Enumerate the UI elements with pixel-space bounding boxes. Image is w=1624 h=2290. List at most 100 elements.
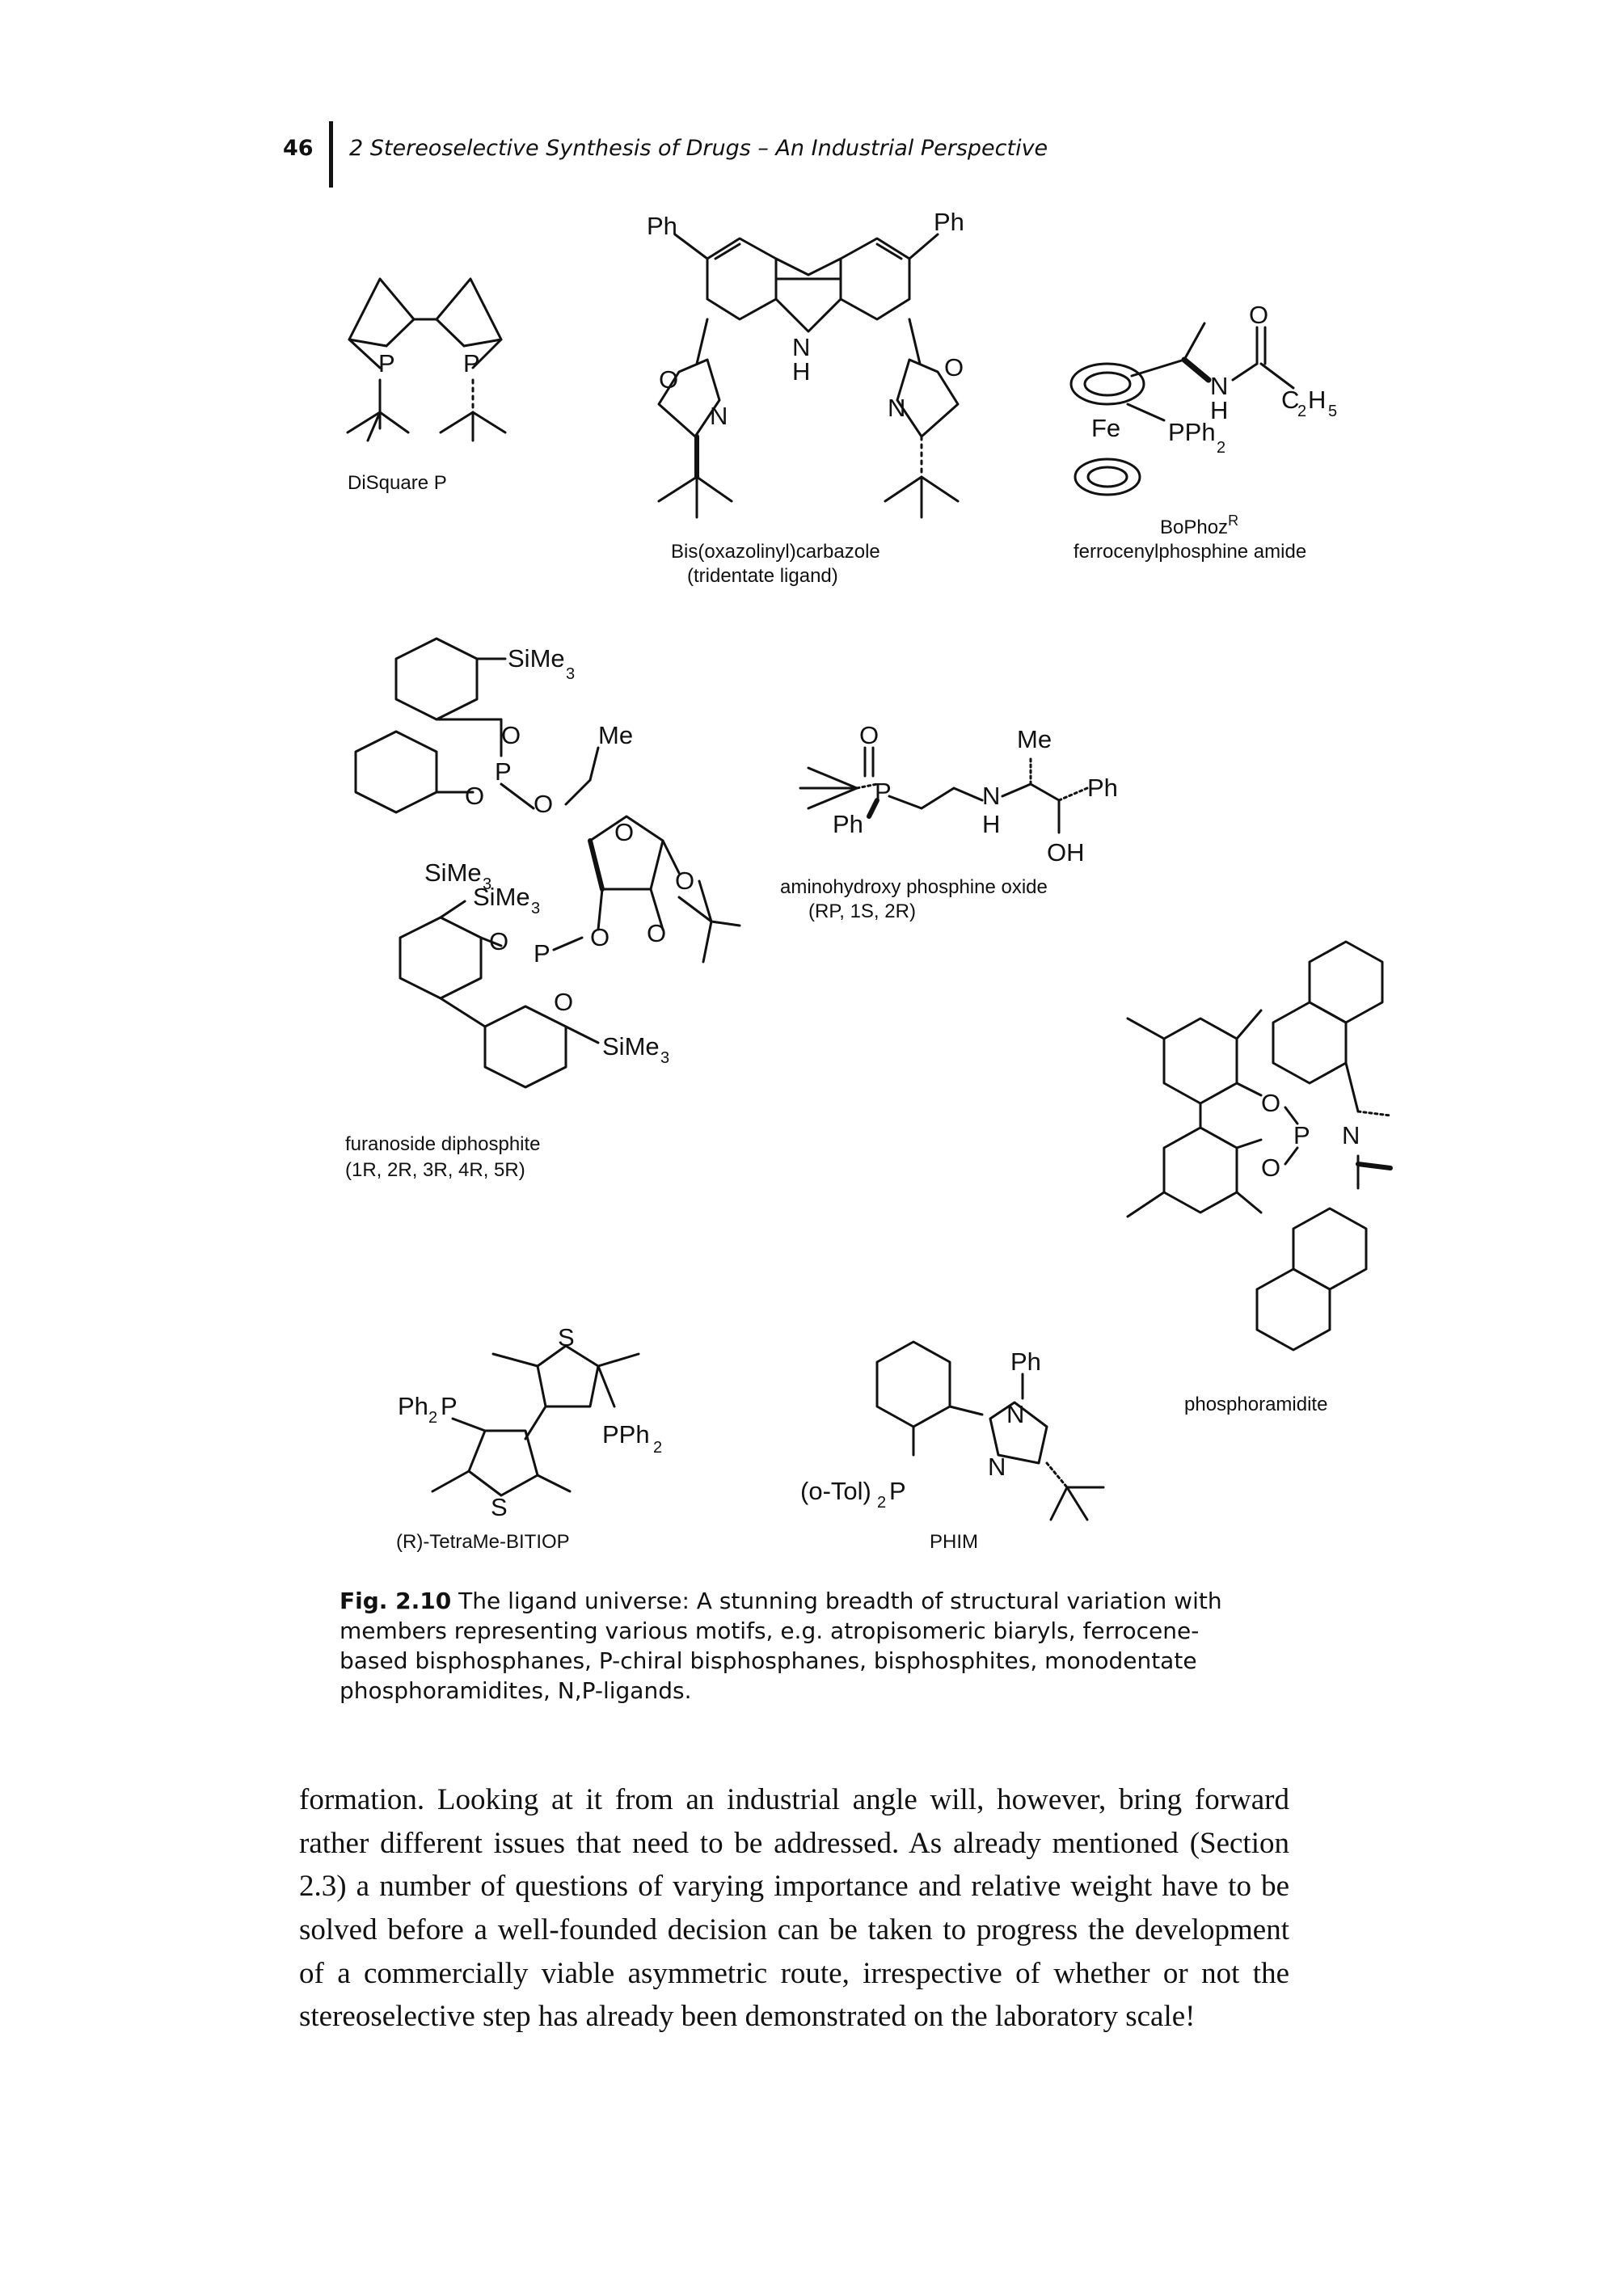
svg-text:O: O <box>675 867 694 895</box>
bisox-atoms: Ph Ph N H O N O N <box>647 208 964 430</box>
svg-text:N: N <box>1342 1121 1360 1149</box>
svg-text:O: O <box>944 353 964 382</box>
svg-text:PPh: PPh <box>602 1420 650 1449</box>
svg-text:2: 2 <box>1297 403 1306 420</box>
disquare-structure <box>346 277 507 442</box>
svg-text:2: 2 <box>653 1439 662 1457</box>
aminohydroxy-structure <box>799 746 1089 834</box>
bophoz-label-line1: BoPhozR <box>1160 512 1238 538</box>
bisox-structure <box>657 233 960 519</box>
svg-text:O: O <box>465 782 484 810</box>
phim-structure <box>875 1340 1105 1521</box>
svg-text:Ph: Ph <box>1010 1347 1041 1376</box>
svg-text:O: O <box>489 927 508 955</box>
svg-text:Me: Me <box>1017 725 1052 753</box>
svg-text:P: P <box>875 778 892 806</box>
svg-text:H: H <box>1308 386 1326 414</box>
svg-text:SiMe: SiMe <box>424 858 482 887</box>
disquare-label: DiSquare P <box>348 472 447 494</box>
furanoside-label-line1: furanoside diphosphite <box>345 1133 541 1155</box>
svg-text:OH: OH <box>1047 838 1085 867</box>
svg-text:N: N <box>792 333 810 361</box>
svg-text:P: P <box>1293 1121 1310 1149</box>
page-number: 46 <box>283 136 314 161</box>
figure-caption-text: The ligand universe: A stunning breadth … <box>340 1588 1222 1704</box>
svg-text:Ph: Ph <box>398 1392 428 1420</box>
figure-caption-label: Fig. 2.10 <box>340 1588 452 1614</box>
svg-text:3: 3 <box>531 900 540 917</box>
svg-text:O: O <box>1261 1089 1280 1117</box>
svg-text:H: H <box>1210 396 1228 424</box>
svg-text:H: H <box>792 357 810 386</box>
furanoside-label-line2: (1R, 2R, 3R, 4R, 5R) <box>345 1159 525 1181</box>
bisox-label-line2: (tridentate ligand) <box>687 565 838 587</box>
svg-text:Ph: Ph <box>647 212 677 240</box>
svg-text:SiMe: SiMe <box>508 644 565 673</box>
bophoz-atoms: Fe PPh 2 N H O C 2 H 5 <box>1091 301 1337 457</box>
svg-text:P: P <box>378 349 395 377</box>
svg-text:S: S <box>491 1493 508 1521</box>
svg-text:Ph: Ph <box>833 810 863 838</box>
svg-text:P: P <box>463 349 480 377</box>
bitiop-atoms: S Ph 2 P PPh 2 S <box>398 1323 662 1521</box>
svg-text:N: N <box>1006 1400 1024 1428</box>
svg-text:O: O <box>859 721 879 749</box>
svg-text:5: 5 <box>1328 403 1337 420</box>
furanoside-atoms: SiMe 3 O P O O Me O O O O SiMe 3 SiMe 3 … <box>424 644 694 1067</box>
svg-text:Me: Me <box>598 721 633 749</box>
svg-text:P: P <box>534 939 550 968</box>
phim-label: PHIM <box>930 1531 978 1553</box>
svg-text:3: 3 <box>566 665 575 683</box>
svg-text:(o-Tol): (o-Tol) <box>800 1477 871 1505</box>
svg-text:N: N <box>982 782 1000 810</box>
bitiop-structure <box>431 1344 640 1497</box>
svg-text:Fe: Fe <box>1091 414 1120 442</box>
svg-text:SiMe: SiMe <box>473 883 530 911</box>
bisox-label-line1: Bis(oxazolinyl)carbazole <box>671 541 880 563</box>
svg-text:P: P <box>889 1477 906 1505</box>
figure-caption: Fig. 2.10 The ligand universe: A stunnin… <box>340 1587 1253 1706</box>
svg-text:PPh: PPh <box>1168 418 1216 446</box>
svg-text:O: O <box>554 988 573 1016</box>
svg-text:O: O <box>1249 301 1268 329</box>
svg-text:N: N <box>888 394 905 422</box>
body-paragraph: formation. Looking at it from an industr… <box>299 1783 1289 2034</box>
svg-text:O: O <box>614 818 634 846</box>
svg-text:Ph: Ph <box>934 208 964 236</box>
svg-text:N: N <box>710 402 728 430</box>
bitiop-label: (R)-TetraMe-BITIOP <box>396 1531 570 1553</box>
aminohydroxy-atoms: O P Ph N H Me Ph OH <box>833 721 1118 867</box>
running-title: 2 Stereoselective Synthesis of Drugs – A… <box>349 136 1048 161</box>
bophoz-label-line2: ferrocenylphosphine amide <box>1074 541 1306 563</box>
furanoside-structure <box>354 637 741 1089</box>
svg-text:O: O <box>659 365 678 394</box>
phosphoramidite-atoms: O P N O <box>1261 1089 1360 1182</box>
svg-text:2: 2 <box>877 1494 886 1512</box>
svg-text:P: P <box>441 1392 458 1420</box>
svg-text:N: N <box>1210 372 1228 400</box>
svg-text:2: 2 <box>428 1409 437 1427</box>
svg-text:C: C <box>1281 386 1299 414</box>
header-rule <box>329 121 333 188</box>
svg-text:O: O <box>590 923 610 951</box>
svg-text:2: 2 <box>1217 439 1225 457</box>
svg-text:N: N <box>988 1453 1006 1481</box>
svg-text:P: P <box>495 757 512 786</box>
bophoz-structure <box>1069 322 1295 496</box>
svg-text:Ph: Ph <box>1087 774 1118 802</box>
svg-text:H: H <box>982 810 1000 838</box>
svg-text:S: S <box>558 1323 575 1352</box>
phim-atoms: Ph N N (o-Tol) 2 P <box>800 1347 1041 1512</box>
disquare-atoms: P P <box>378 349 480 377</box>
svg-text:3: 3 <box>660 1049 669 1067</box>
svg-text:3: 3 <box>483 875 491 893</box>
ligand-figure: P P Ph Ph N H O N O N Fe PPh 2 N H O C 2… <box>345 208 1393 1553</box>
svg-text:O: O <box>501 721 521 749</box>
phosphoramidite-label: phosphoramidite <box>1184 1394 1327 1415</box>
aminohydroxy-label-line2: (RP, 1S, 2R) <box>808 900 916 922</box>
svg-text:O: O <box>647 919 666 947</box>
svg-text:SiMe: SiMe <box>602 1032 660 1061</box>
phosphoramidite-structure <box>1126 940 1393 1352</box>
svg-text:O: O <box>1261 1153 1280 1182</box>
svg-text:O: O <box>534 790 553 818</box>
